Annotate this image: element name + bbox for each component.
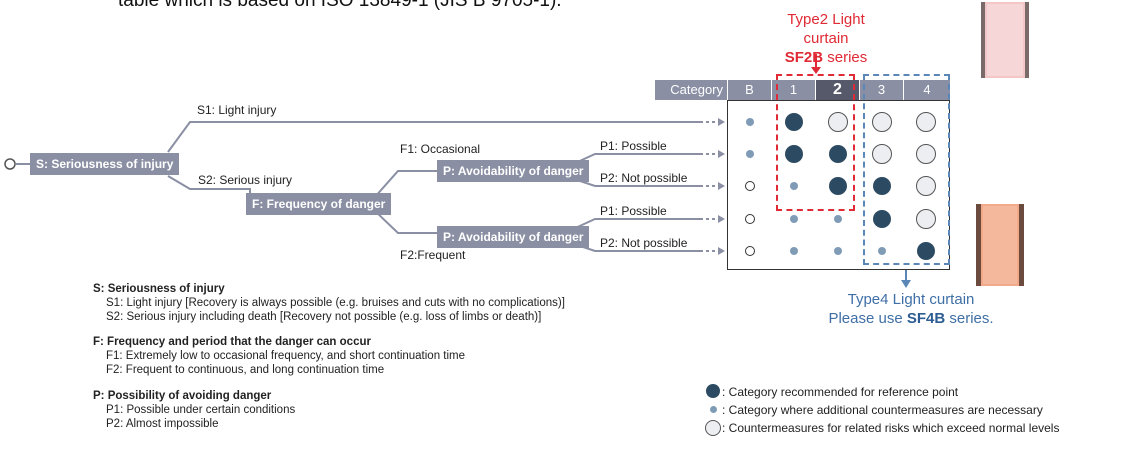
- additional-mark: [878, 247, 886, 255]
- type4-highlight-box: [863, 74, 950, 265]
- category-column-2: 2: [815, 80, 859, 100]
- additional-mark: [746, 150, 754, 158]
- node-seriousness: S: Seriousness of injury: [30, 153, 180, 175]
- risk-mark: [916, 144, 936, 164]
- risk-mark: [872, 144, 892, 164]
- category-column-1: 1: [771, 80, 815, 100]
- intro-text: table which is based on ISO 13849-1 (JIS…: [118, 0, 562, 11]
- recommended-mark: [873, 210, 891, 228]
- branch-p2-lower: P2: Not possible: [600, 236, 688, 250]
- additional-mark: [790, 182, 798, 190]
- category-column-3: 3: [859, 80, 903, 100]
- explain-f-heading: F: Frequency and period that the danger …: [93, 336, 371, 348]
- type4-title: Type4 Light curtain: [847, 291, 975, 308]
- branch-s2: S2: Serious injury: [198, 173, 293, 187]
- type4-light-curtain-image: [970, 200, 1030, 290]
- type2-title: Type2 Light curtain: [787, 11, 865, 47]
- legend-recommended: : Category recommended for reference poi…: [722, 385, 959, 399]
- node-frequency: F: Frequency of danger: [246, 193, 392, 215]
- type2-highlight-box: [776, 74, 855, 211]
- recommended-mark: [917, 242, 935, 260]
- type2-series: SF2B: [784, 49, 824, 66]
- legend-recommended-marker: [706, 384, 720, 398]
- explain-s-heading: S: Seriousness of injury: [93, 283, 225, 295]
- type2-callout: Type2 Light curtain SF2B series: [766, 10, 886, 67]
- risk-mark: [916, 209, 936, 229]
- branch-f2: F2:Frequent: [400, 248, 466, 262]
- recommended-mark: [829, 177, 847, 195]
- category-column-4: 4: [903, 80, 950, 100]
- type4-prefix: Please use: [828, 310, 907, 327]
- branch-p1-upper: P1: Possible: [600, 139, 667, 153]
- branch-p2-upper: P2: Not possible: [600, 171, 688, 185]
- legend-risk: : Countermeasures for related risks whic…: [722, 421, 1060, 435]
- type2-suffix: series: [823, 49, 868, 66]
- explain-s1: S1: Light injury [Recovery is always pos…: [106, 297, 565, 309]
- explain-f1: F1: Extremely low to occasional frequenc…: [106, 350, 466, 362]
- additional-mark: [790, 215, 798, 223]
- additional-mark: [790, 247, 798, 255]
- branch-s1: S1: Light injury: [197, 103, 277, 117]
- category-column-B: B: [727, 80, 771, 100]
- additional-mark: [834, 215, 842, 223]
- explain-p-heading: P: Possibility of avoiding danger: [93, 390, 272, 402]
- recommended-mark: [829, 145, 847, 163]
- legend-risk-marker: [705, 420, 721, 436]
- type4-suffix: series.: [945, 310, 994, 327]
- branch-p1-lower: P1: Possible: [600, 204, 667, 218]
- risk-mark: [872, 112, 892, 132]
- branch-f1: F1: Occasional: [400, 142, 481, 156]
- type2-light-curtain-image: [975, 0, 1035, 82]
- node-avoidability-upper: P: Avoidability of danger: [437, 160, 590, 182]
- recommended-mark: [785, 113, 803, 131]
- node-avoidability-lower: P: Avoidability of danger: [437, 226, 590, 248]
- explain-f2: F2: Frequent to continuous, and long con…: [106, 364, 385, 376]
- type4-callout: Type4 Light curtain Please use SF4B seri…: [826, 290, 996, 328]
- explain-p2: P2: Almost impossible: [106, 418, 219, 430]
- recommended-mark: [873, 177, 891, 195]
- type4-series: SF4B: [906, 310, 946, 327]
- additional-mark: [834, 247, 842, 255]
- legend-additional: : Category where additional countermeasu…: [722, 403, 1043, 417]
- explain-p1: P1: Possible under certain conditions: [106, 404, 296, 416]
- legend-additional-marker: [710, 406, 717, 413]
- explain-s2: S2: Serious injury including death [Reco…: [106, 311, 542, 323]
- empty-mark: [745, 214, 755, 224]
- category-matrix: [727, 100, 950, 270]
- empty-mark: [745, 246, 755, 256]
- recommended-mark: [785, 145, 803, 163]
- risk-mark: [828, 112, 848, 132]
- risk-mark: [916, 176, 936, 196]
- additional-mark: [746, 118, 754, 126]
- category-header: Category: [655, 80, 727, 100]
- risk-mark: [916, 112, 936, 132]
- empty-mark: [745, 181, 755, 191]
